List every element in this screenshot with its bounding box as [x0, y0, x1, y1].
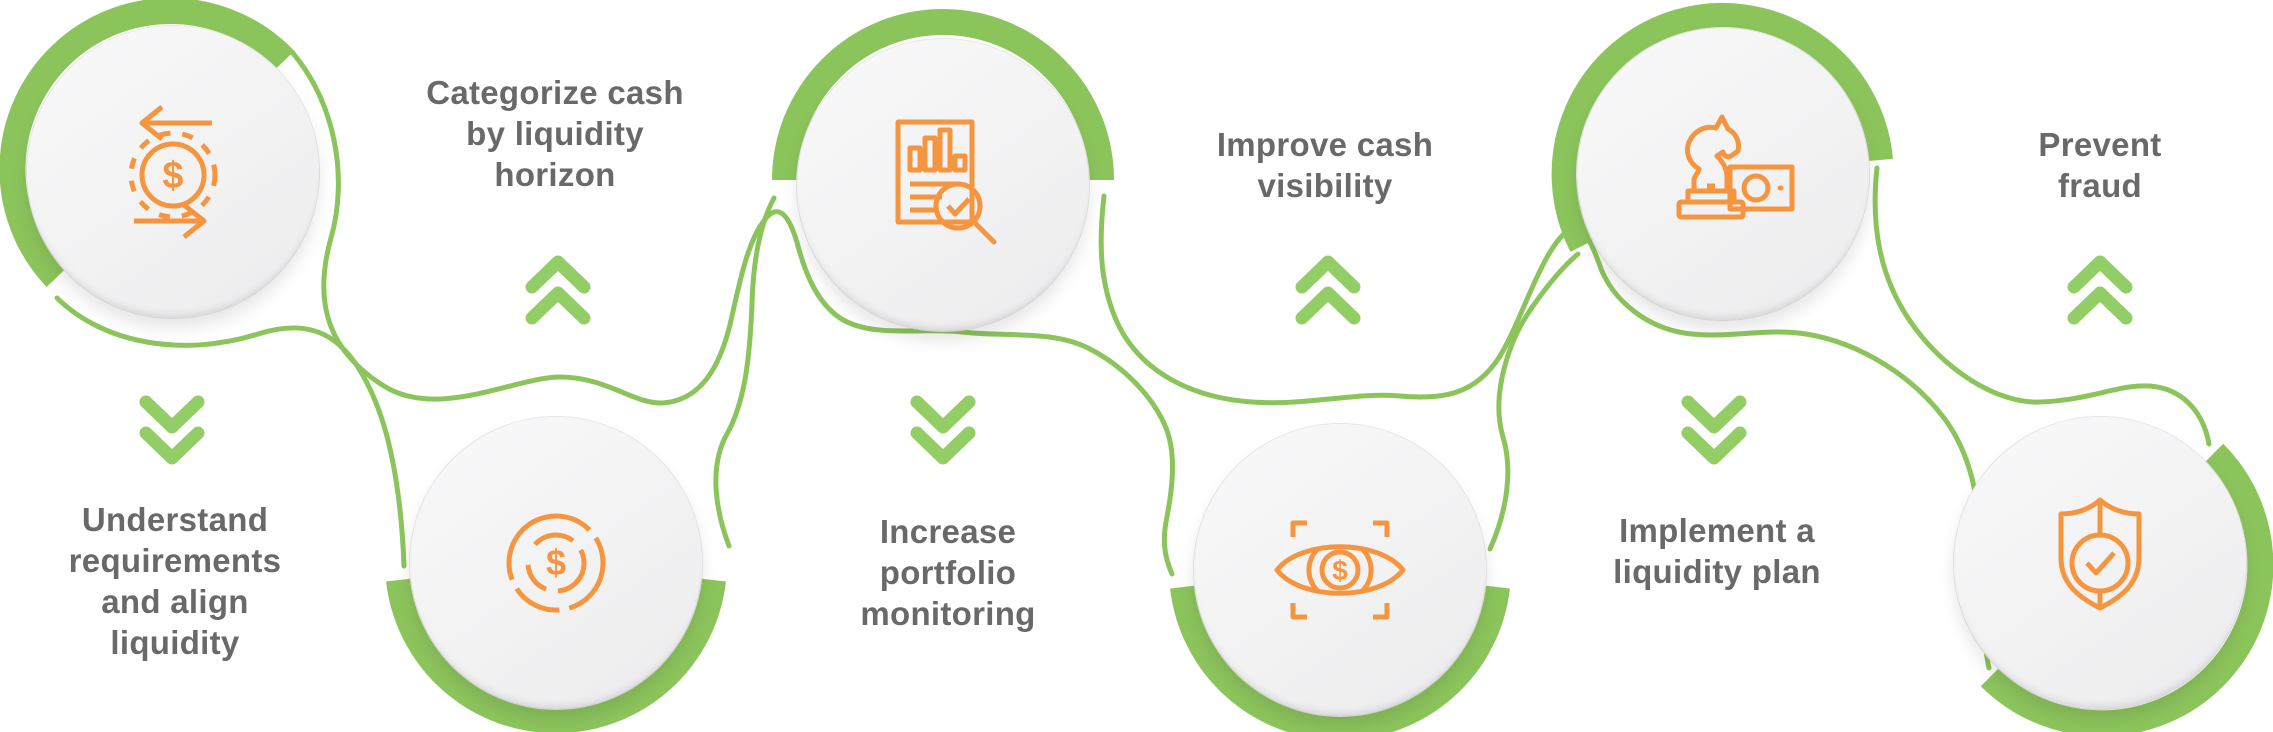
step-label-2-line-1: Categorize cash	[426, 74, 684, 111]
progress-arc-step-1	[0, 0, 295, 287]
progress-arc-step-3	[772, 9, 1114, 181]
step-label-3-line-3: monitoring	[860, 595, 1036, 632]
progress-arc-step-4	[1170, 585, 1510, 732]
step-label-5-line-1: Implement a	[1619, 512, 1815, 549]
step-label-6-line-2: fraud	[2058, 167, 2142, 204]
progress-arc-step-5	[1551, 2, 1893, 252]
step-label-1-line-4: liquidity	[110, 624, 240, 661]
dollar-glyph: $	[1332, 555, 1348, 586]
step-label-5-line-2: liquidity plan	[1613, 553, 1821, 590]
connector-line-3	[713, 195, 777, 549]
step-circle-2: $	[410, 417, 702, 709]
chevron-up-icon-step-6	[2067, 255, 2133, 325]
step-label-2-line-2: by liquidity	[466, 115, 644, 152]
dollar-glyph: $	[546, 542, 566, 583]
step-label-1-line-3: and align	[101, 583, 249, 620]
step-label-1-line-1: Understand	[81, 501, 269, 538]
chevron-down-icon-step-3	[910, 395, 976, 465]
step-circle-6	[1954, 417, 2246, 709]
step-circle-1: $	[27, 26, 319, 318]
step-circle-4: $	[1194, 424, 1486, 716]
chess-knight-banknote-icon	[1676, 114, 1795, 220]
connector-line-5	[1487, 251, 1581, 552]
progress-arc-step-2	[386, 578, 726, 732]
step-label-4-line-2: visibility	[1257, 167, 1393, 204]
step-label-3-line-1: Increase	[879, 513, 1017, 550]
step-circle-5	[1577, 28, 1869, 320]
step-label-3-line-2: portfolio	[879, 554, 1017, 591]
step-label-5: Implement a liquidity plan	[1557, 510, 1877, 592]
step-circle-3	[797, 39, 1089, 331]
chevron-down-icon-step-5	[1681, 395, 1747, 465]
step-label-4: Improve cash visibility	[1165, 124, 1485, 206]
dollar-glyph: $	[162, 155, 183, 197]
shield-check-icon	[2058, 497, 2142, 611]
report-magnifier-check-icon	[895, 119, 997, 245]
progress-arc-step-6	[1980, 443, 2273, 732]
step-label-2-line-3: horizon	[494, 156, 616, 193]
step-label-2: Categorize cash by liquidity horizon	[395, 72, 715, 195]
chevron-down-icon-step-1	[139, 395, 205, 465]
step-label-6: Prevent fraud	[1940, 124, 2260, 206]
step-label-6-line-1: Prevent	[2038, 126, 2162, 163]
connector-line-1	[54, 295, 407, 569]
step-label-1: Understand requirements and align liquid…	[15, 499, 335, 663]
eye-dollar-viewfinder-icon: $	[1274, 520, 1406, 620]
step-label-3: Increase portfolio monitoring	[788, 511, 1108, 634]
chevron-up-icon-step-2	[525, 255, 591, 325]
step-label-1-line-2: requirements	[68, 542, 282, 579]
connector-line-6	[1872, 165, 2212, 447]
step-label-4-line-1: Improve cash	[1216, 126, 1434, 163]
chevron-up-icon-step-4	[1295, 255, 1361, 325]
donut-chart-dollar-icon: $	[506, 513, 606, 613]
cash-flow-gear-icon: $	[128, 105, 218, 239]
